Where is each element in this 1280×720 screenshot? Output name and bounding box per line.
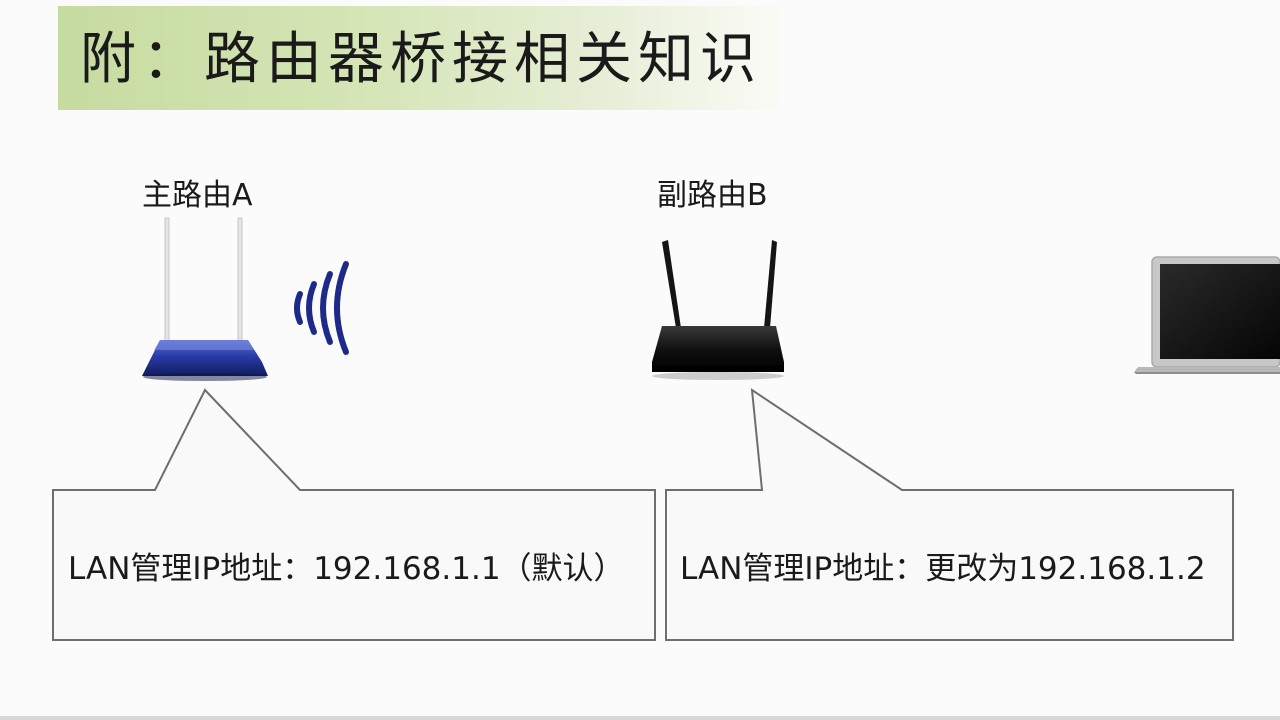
page-title: 附：路由器桥接相关知识 — [80, 27, 762, 92]
blue-router-icon — [142, 217, 268, 381]
black-router-icon — [652, 240, 784, 380]
wifi-signal-icon — [294, 261, 349, 355]
laptop-icon — [1134, 256, 1280, 374]
router-b-label: 副路由B — [657, 178, 768, 213]
title-bar — [58, 6, 780, 110]
callout-box-b — [665, 387, 1234, 641]
router-a-label: 主路由A — [142, 178, 253, 213]
callout-box-a — [52, 388, 656, 641]
router-b-lan-ip: LAN管理IP地址：更改为192.168.1.2 — [680, 551, 1206, 587]
router-a-lan-ip: LAN管理IP地址：192.168.1.1（默认） — [68, 551, 625, 587]
bottom-divider — [0, 716, 1280, 720]
